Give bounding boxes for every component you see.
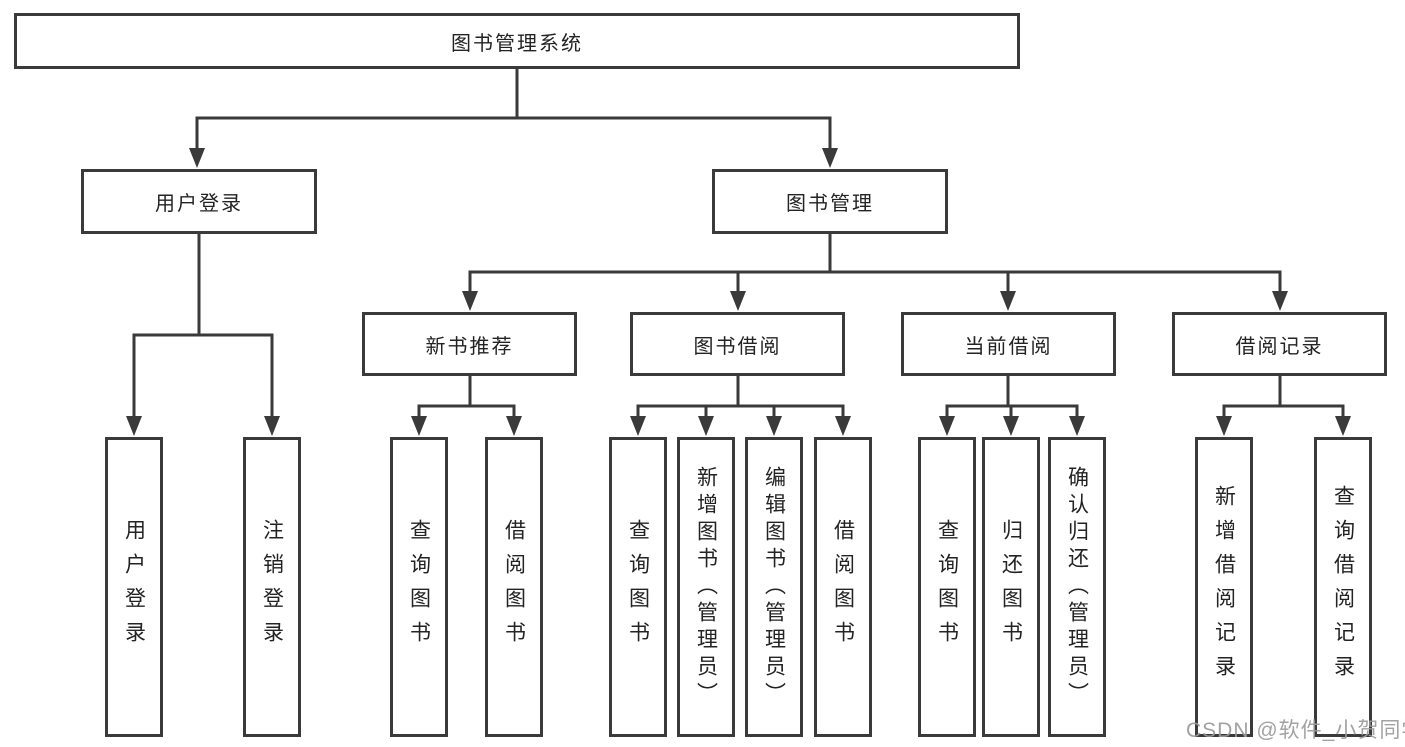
node-borrowing-records: 借阅记录 [1172,312,1387,376]
leaf-edit-books-admin: 编辑图书（管理员） [745,437,803,737]
node-book-management: 图书管理 [712,169,948,234]
leaf-add-books-admin: 新增图书（管理员） [677,437,735,737]
arrowheads [126,148,1351,436]
node-root-system: 图书管理系统 [14,13,1020,69]
leaf-logout: 注销登录 [243,437,301,737]
leaf-query-borrow-record: 查询借阅记录 [1314,437,1372,737]
node-user-login: 用户登录 [81,169,317,234]
node-new-book-recommendation: 新书推荐 [362,312,577,376]
leaf-return-books: 归还图书 [982,437,1040,737]
leaf-user-login: 用户登录 [105,437,163,737]
leaf-query-books-current: 查询图书 [918,437,976,737]
csdn-watermark: CSDN @软件_小贺同学 [1186,719,1405,742]
node-book-borrowing: 图书借阅 [630,312,845,376]
leaf-borrow-books-recommend: 借阅图书 [485,437,543,737]
leaf-query-books-recommend: 查询图书 [390,437,448,737]
leaf-borrow-books: 借阅图书 [814,437,872,737]
node-current-borrowing: 当前借阅 [901,312,1116,376]
leaf-add-borrow-record: 新增借阅记录 [1195,437,1253,737]
leaf-query-books-borrowing: 查询图书 [609,437,667,737]
leaf-confirm-return-admin: 确认归还（管理员） [1048,437,1106,737]
